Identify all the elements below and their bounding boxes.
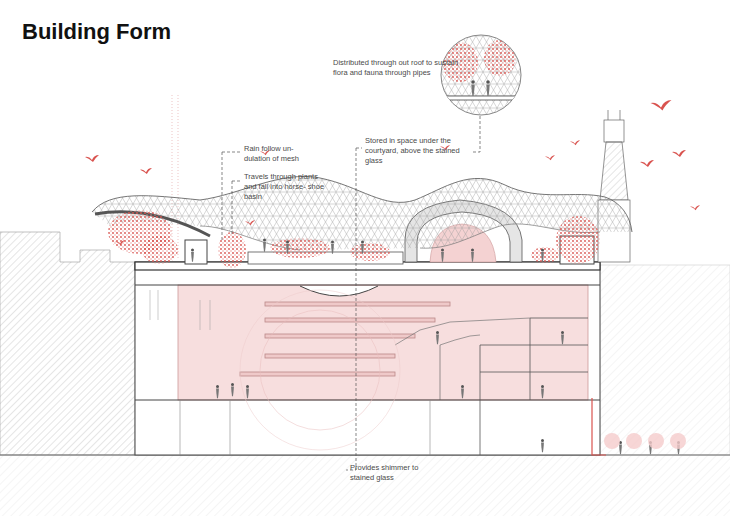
- neighbour-building: [600, 265, 730, 455]
- neighbour-building: [0, 232, 135, 455]
- leader-line: [222, 116, 480, 470]
- annotation-note: Travels through plants and fall into hor…: [244, 172, 326, 201]
- planting: [108, 210, 600, 268]
- annotation-note: Distributed through out roof to sustain …: [333, 58, 473, 78]
- tower: [598, 110, 630, 262]
- diagram-title: Building Form: [22, 20, 171, 44]
- people: [191, 239, 680, 455]
- annotation-note: Stored in space under the courtyard, abo…: [365, 136, 465, 165]
- ground: [0, 455, 730, 516]
- building-section: [135, 262, 606, 455]
- annotation-note: Provides shimmer to stained glass: [350, 463, 440, 483]
- birds: [85, 100, 700, 245]
- annotation-note: Rain follow un- dulation of mesh: [244, 144, 306, 164]
- detail-circle: [440, 35, 525, 115]
